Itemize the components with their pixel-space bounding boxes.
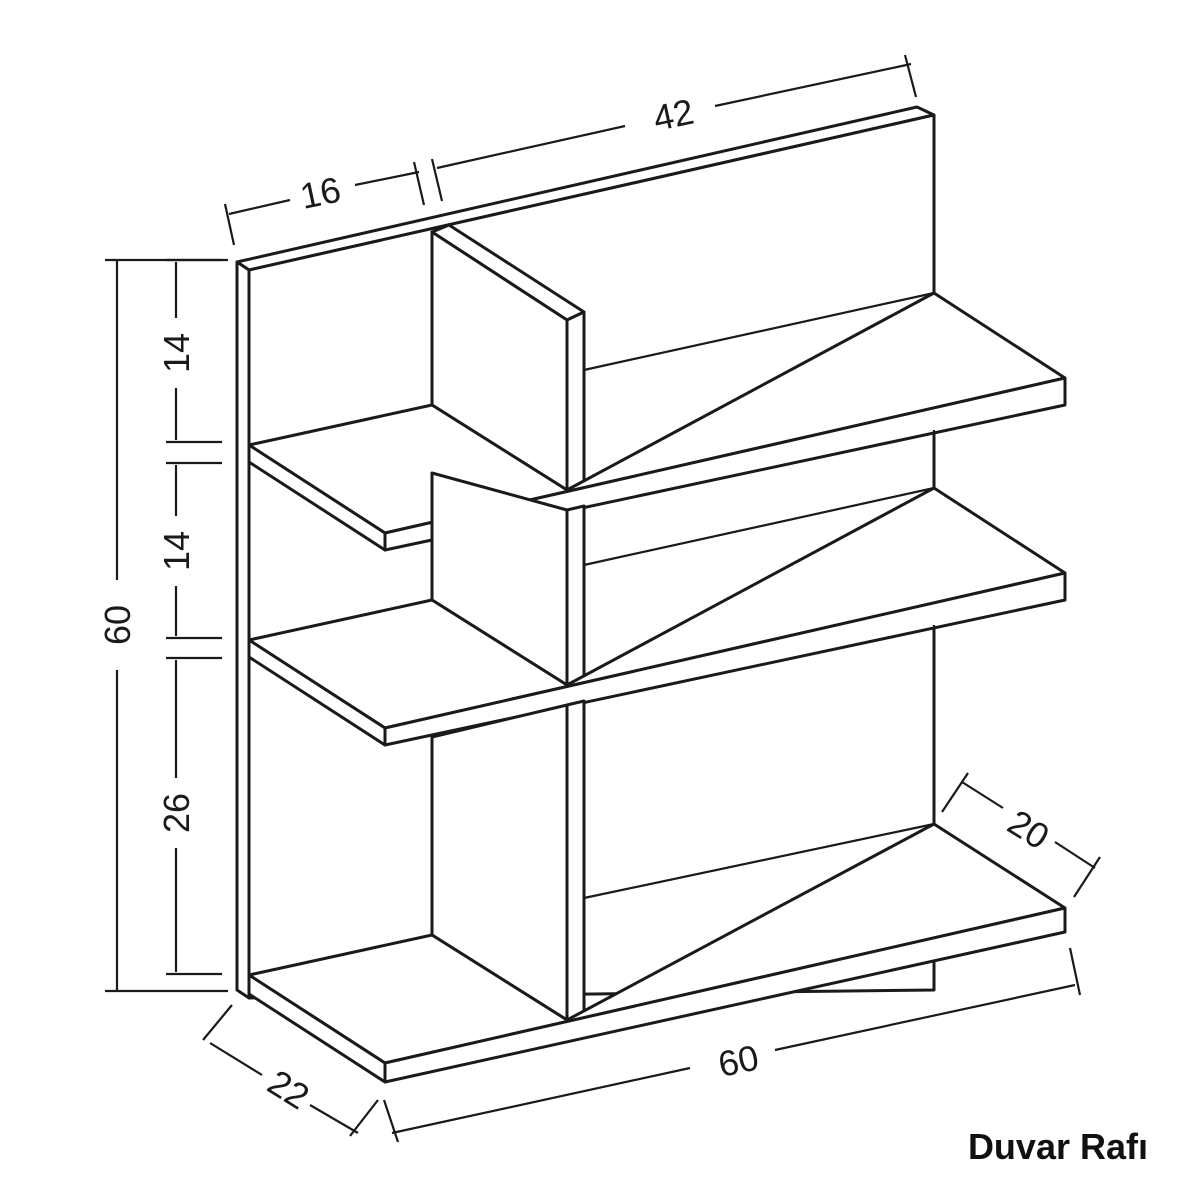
dim-label-depth-right: 20 — [1001, 801, 1057, 857]
caption-title: Duvar Rafı — [967, 1126, 1148, 1167]
dim-label-section-middle: 14 — [156, 531, 197, 571]
middle-divider-front — [565, 504, 586, 687]
upper-divider-front — [565, 310, 586, 492]
dim-label-depth-left: 22 — [261, 1061, 317, 1117]
shelf-unit — [235, 105, 1067, 1084]
dim-label-section-top: 14 — [156, 333, 197, 373]
back-line-top-right — [583, 291, 935, 372]
lower-divider-front — [565, 699, 586, 1022]
dim-label-section-bottom: 26 — [156, 793, 197, 833]
back-panel-side-edge — [235, 260, 251, 1000]
shelf-2-right-front — [383, 571, 1067, 747]
dim-label-top-right: 42 — [650, 91, 698, 139]
back-line-lower-right — [583, 822, 935, 900]
dim-label-total-width: 60 — [715, 1037, 763, 1085]
back-line-middle-right — [583, 486, 935, 567]
dim-label-top-left: 16 — [297, 169, 345, 217]
bottom-shelf-right-front — [383, 906, 1067, 1084]
dimension-lines — [105, 54, 1101, 1143]
dim-label-total-height: 60 — [97, 605, 138, 645]
